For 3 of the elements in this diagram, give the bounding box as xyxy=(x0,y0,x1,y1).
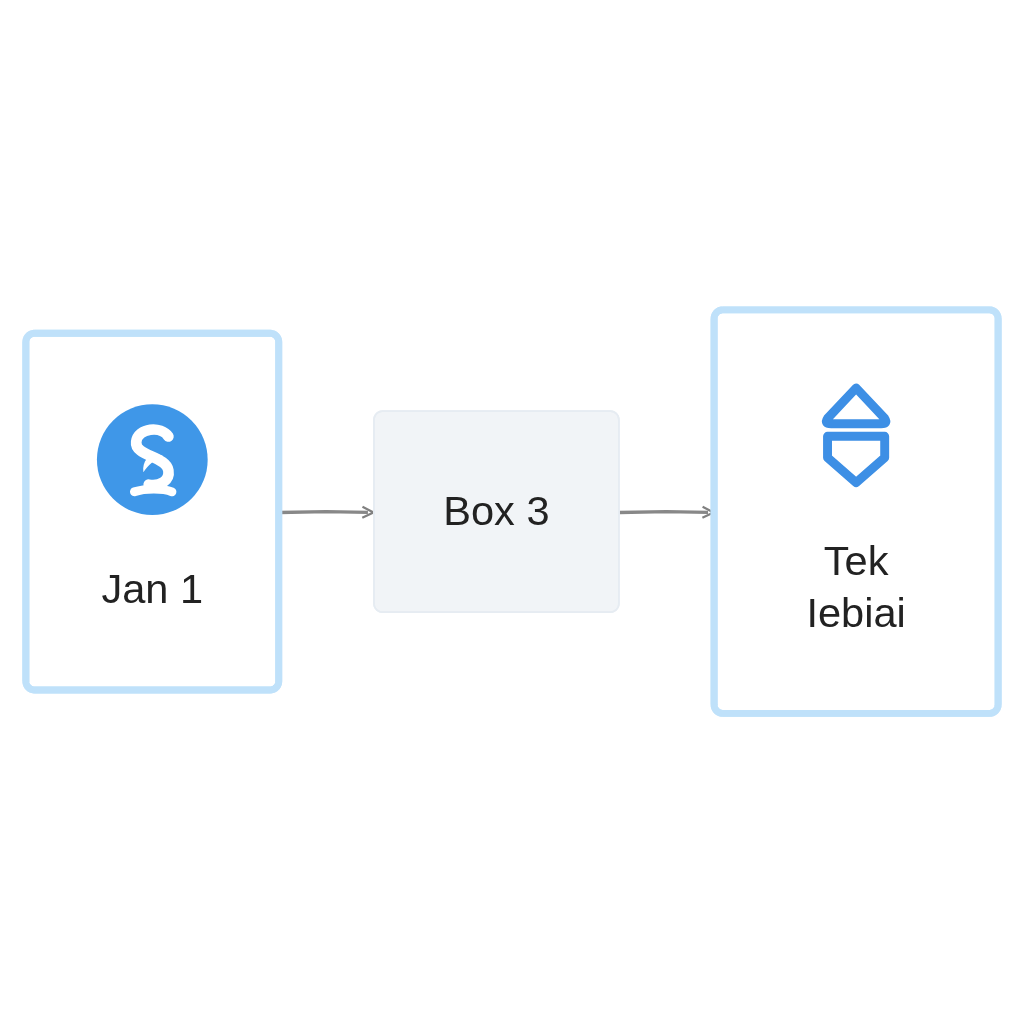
node-label: Jan 1 xyxy=(101,564,204,615)
node-label: Box 3 xyxy=(443,486,550,537)
node-label: Tek Iebiai xyxy=(805,536,907,638)
